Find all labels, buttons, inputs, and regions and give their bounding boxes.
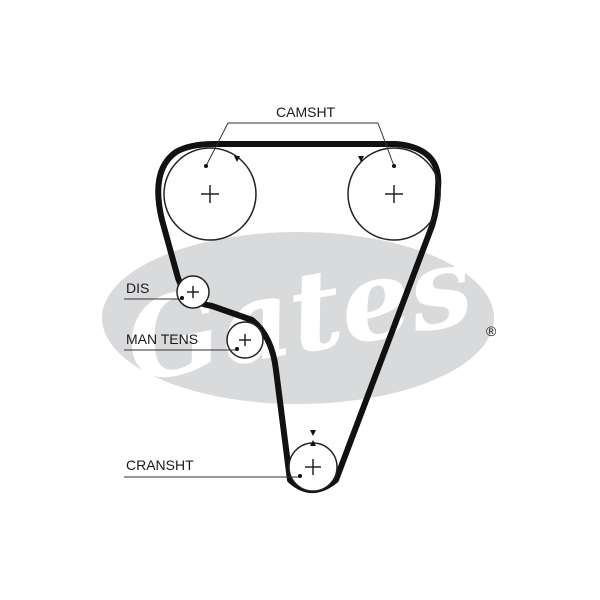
- camshaft-leader: [205, 122, 395, 167]
- distributor-dot: [180, 296, 184, 300]
- camshaft-dot-left: [204, 164, 208, 168]
- camshaft-pulley-left: [163, 147, 257, 241]
- label-camshaft: CAMSHT: [276, 104, 336, 120]
- camshaft-dot-right: [392, 164, 396, 168]
- tensioner-pulley: [226, 321, 264, 359]
- crankshaft-dot: [298, 474, 302, 478]
- crankshaft-pulley: [288, 442, 338, 492]
- gates-watermark: Gates ®: [102, 220, 497, 407]
- timing-belt: [155, 141, 442, 493]
- label-manual-tensioner: MAN TENS: [126, 331, 198, 347]
- label-distributor: DIS: [126, 280, 149, 296]
- camshaft-pulley-right: [347, 147, 441, 241]
- timing-mark-cam-left: [234, 156, 240, 162]
- timing-mark-crank-top: [310, 430, 316, 436]
- distributor-pulley: [176, 275, 210, 309]
- timing-marks: [234, 156, 364, 446]
- registered-mark: ®: [486, 323, 497, 339]
- watermark-oval: [102, 232, 494, 404]
- label-crankshaft: CRANSHT: [126, 457, 194, 473]
- timing-mark-cam-right: [358, 156, 364, 162]
- tensioner-dot: [235, 347, 239, 351]
- timing-mark-crank-bottom: [310, 440, 316, 446]
